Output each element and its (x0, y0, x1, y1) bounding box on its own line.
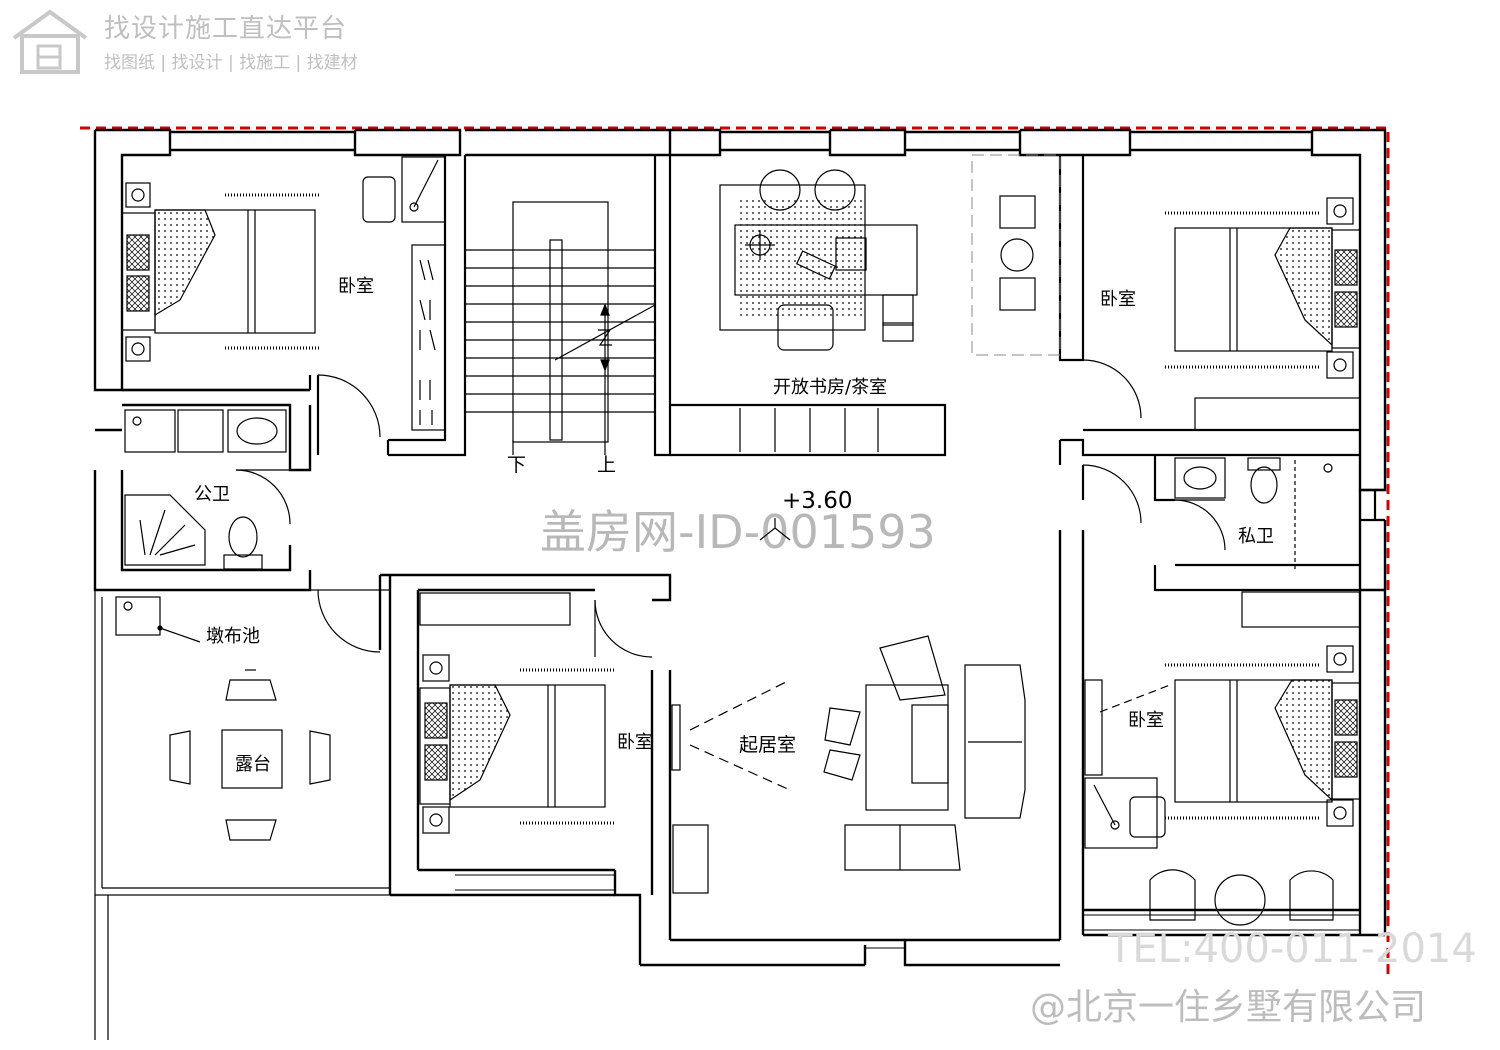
house-logo-icon (12, 9, 88, 74)
door-swings (235, 359, 1226, 658)
room-label-bedroom-se: 卧室 (1128, 710, 1164, 731)
tel-watermark: TEL:400-011-2014 (1108, 926, 1477, 972)
bath-fixtures-public (124, 409, 287, 570)
terrace-table-set (169, 669, 331, 841)
bath-fixtures-private (1174, 457, 1333, 570)
property-boundary (80, 126, 1390, 980)
platform-links: 找图纸 | 找设计 | 找施工 | 找建材 (104, 53, 358, 73)
bed-se (1084, 591, 1361, 849)
room-label-living: 起居室 (739, 734, 797, 756)
stair-label-down: 下 (507, 454, 527, 476)
study-bookshelf (739, 408, 879, 452)
room-label-bedroom-center: 卧室 (617, 732, 653, 753)
tv-cabinet (671, 679, 791, 894)
sofa-set (823, 635, 1026, 871)
site-id-watermark: 盖房网-ID-001593 (540, 505, 936, 559)
platform-name: 找设计施工直达平台 (104, 14, 348, 44)
mop-sink (115, 596, 201, 643)
study-desk (719, 169, 918, 351)
room-label-mop-sink: 墩布池 (206, 626, 260, 647)
room-label-bedroom-nw: 卧室 (338, 276, 374, 297)
bed-ne (1165, 197, 1361, 431)
room-label-study-tea: 开放书房/茶室 (773, 377, 888, 398)
room-label-terrace: 露台 (235, 754, 271, 775)
bed-nw (121, 182, 320, 362)
room-label-private-bath: 私卫 (1238, 526, 1274, 547)
desk-chair-nw (362, 156, 446, 431)
terrace-railing (94, 589, 391, 1040)
tea-chairs (999, 195, 1036, 311)
room-label-public-bath: 公卫 (194, 484, 230, 505)
room-label-bedroom-ne: 卧室 (1100, 289, 1136, 310)
copyright-watermark: @北京一住乡墅有限公司 (1030, 987, 1427, 1028)
elevation-marker (759, 518, 791, 541)
stair-label-up: 上 (597, 454, 617, 476)
elevation-label: +3.60 (782, 488, 853, 514)
se-seating (1149, 869, 1334, 926)
bed-center (419, 592, 615, 834)
staircase (465, 201, 656, 455)
